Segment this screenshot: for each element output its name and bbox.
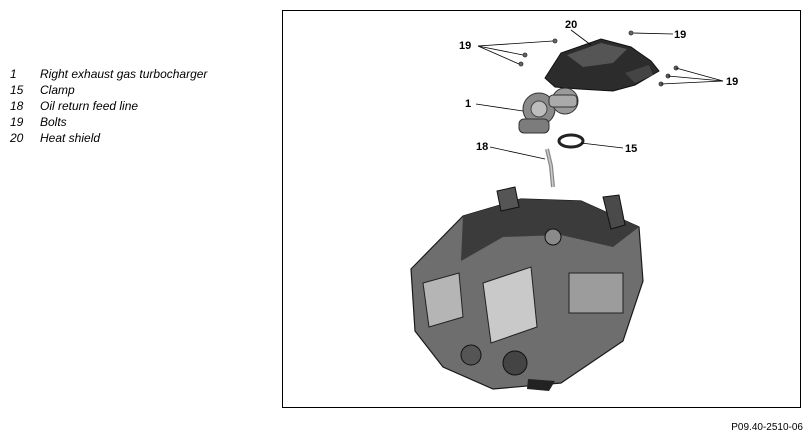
legend-item-18: 18 Oil return feed line: [10, 98, 207, 114]
legend-text: Heat shield: [40, 131, 101, 145]
legend: 1 Right exhaust gas turbocharger 15 Clam…: [10, 66, 207, 146]
callout-19: 19: [674, 29, 686, 41]
callout-19: 19: [726, 76, 738, 88]
legend-item-15: 15 Clamp: [10, 82, 207, 98]
legend-number: 15: [10, 83, 24, 97]
legend-number: 20: [10, 131, 24, 145]
legend-text: Right exhaust gas turbocharger: [40, 67, 208, 81]
callout-20: 20: [565, 19, 577, 31]
clamp-part: [557, 133, 585, 149]
leader-lines: [475, 29, 724, 160]
legend-text: Clamp: [40, 83, 75, 97]
callout-18: 18: [476, 141, 488, 153]
callout-19: 19: [459, 40, 471, 52]
engine-block-part: [410, 186, 644, 391]
legend-text: Bolts: [40, 115, 67, 129]
oil-return-line-part: [545, 148, 555, 188]
callout-1: 1: [465, 98, 471, 110]
legend-item-1: 1 Right exhaust gas turbocharger: [10, 66, 207, 82]
heat-shield-part: [544, 38, 660, 92]
legend-item-20: 20 Heat shield: [10, 130, 207, 146]
figure-id: P09.40-2510-06: [731, 422, 803, 433]
legend-text: Oil return feed line: [40, 99, 139, 113]
illustration-frame: 20 19 19 19 1 18 15: [282, 10, 801, 408]
legend-number: 19: [10, 115, 24, 129]
legend-number: 1: [10, 67, 17, 81]
callout-15: 15: [625, 143, 637, 155]
exploded-view-illustration: 20 19 19 19 1 18 15: [410, 19, 738, 391]
legend-item-19: 19 Bolts: [10, 114, 207, 130]
turbocharger-part: [518, 87, 579, 134]
legend-number: 18: [10, 99, 24, 113]
